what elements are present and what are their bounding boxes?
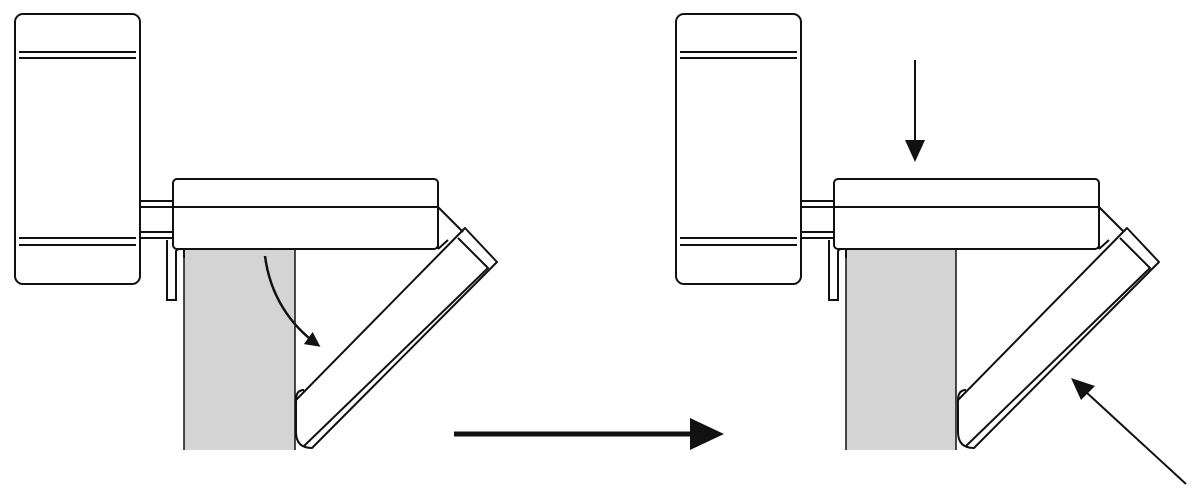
diagonal-arrow-shaft [1085,391,1187,485]
clip-leg-open [295,227,498,449]
camera-body-right [675,13,802,285]
clip-front-lip-right [828,240,847,301]
panel-before [14,13,498,450]
transition-arrow [454,418,724,450]
camera-neck-right [801,200,834,239]
monitor-panel-right [846,250,956,450]
curved-arrow-icon [263,255,321,347]
camera-neck [140,200,173,239]
camera-body [14,13,141,285]
down-arrow-icon [905,140,925,162]
panel-after [675,13,1187,485]
clip-front-lip [166,240,185,301]
clip-top-bar-right [833,178,1125,250]
right-arrow-icon [690,418,724,450]
diagonal-arrow-icon [1071,378,1095,400]
monitor-panel [184,250,295,450]
clip-top-bar [172,178,464,250]
clip-leg-closed [957,227,1160,449]
